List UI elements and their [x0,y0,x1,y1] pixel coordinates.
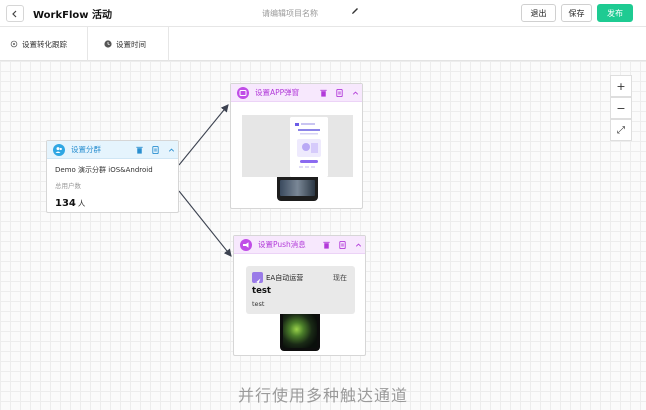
zoom-in-button[interactable]: + [610,75,632,97]
connector-arrows [178,104,232,257]
notification-app-name: EA自动运营 [266,274,304,282]
copy-icon[interactable] [338,240,347,250]
set-time-button[interactable]: 设置时间 [88,27,169,61]
zoom-out-button[interactable]: − [610,97,632,119]
page-title: WorkFlow 活动 [33,10,112,21]
back-button[interactable] [6,5,24,22]
app-popup-node-header: 设置APP弹窗 [231,84,362,102]
popup-icon [237,86,249,99]
time-label: 设置时间 [116,39,146,49]
push-notification-preview: EA自动运营 现在 test test [246,266,355,314]
notification-time: 现在 [333,274,347,282]
workflow-canvas[interactable]: + − ⤢ 设置分群 Demo 演示分 [0,61,646,410]
app-popup-node[interactable]: 设置APP弹窗 [230,83,363,209]
connector-to-push [178,190,232,257]
trash-icon[interactable] [322,240,331,250]
chevron-up-icon[interactable] [167,145,176,155]
chevron-left-icon [12,10,17,17]
gear-icon [10,40,18,48]
conversion-label: 设置转化跟踪 [22,39,67,49]
save-button[interactable]: 保存 [561,4,592,22]
publish-button[interactable]: 发布 [597,4,633,22]
users-icon [53,143,65,156]
chevron-up-icon[interactable] [354,240,363,250]
app-popup-node-title: 设置APP弹窗 [255,88,300,97]
chevron-up-icon[interactable] [351,88,360,98]
user-count-unit: 人 [77,199,86,208]
notification-title: test [252,286,271,296]
segment-node-title: 设置分群 [71,145,101,154]
exit-button[interactable]: 退出 [521,4,556,22]
user-count: 134 [55,198,76,209]
segment-node-header: 设置分群 [47,141,178,159]
toolbar: 设置转化跟踪 设置时间 [0,27,646,61]
copy-icon[interactable] [151,145,160,155]
trash-icon[interactable] [135,145,144,155]
popup-phone-screenshot [290,117,328,177]
top-bar: WorkFlow 活动 请编辑项目名称 退出 保存 发布 [0,0,646,27]
set-conversion-tracking-button[interactable]: 设置转化跟踪 [0,27,88,61]
caption: 并行使用多种触达通道 [237,386,408,405]
pencil-icon[interactable] [350,6,360,16]
segment-description: Demo 演示分群 iOS&Android [55,166,153,174]
megaphone-icon [240,238,252,251]
total-users-label: 总用户数 [55,182,81,190]
fit-screen-button[interactable]: ⤢ [610,119,632,141]
notification-body: test [252,300,265,308]
device-frame [277,177,318,201]
clock-icon [104,40,112,48]
push-node-title: 设置Push消息 [258,240,306,249]
copy-icon[interactable] [335,88,344,98]
trash-icon[interactable] [319,88,328,98]
app-popup-preview [242,115,353,177]
app-icon [252,272,263,285]
push-node-header: 设置Push消息 [234,236,365,254]
device-frame [280,314,320,351]
connector-to-app-popup [178,104,229,166]
push-message-node[interactable]: 设置Push消息 EA自动运营 现在 test test [233,235,366,356]
project-name-input[interactable]: 请编辑项目名称 [262,9,318,18]
